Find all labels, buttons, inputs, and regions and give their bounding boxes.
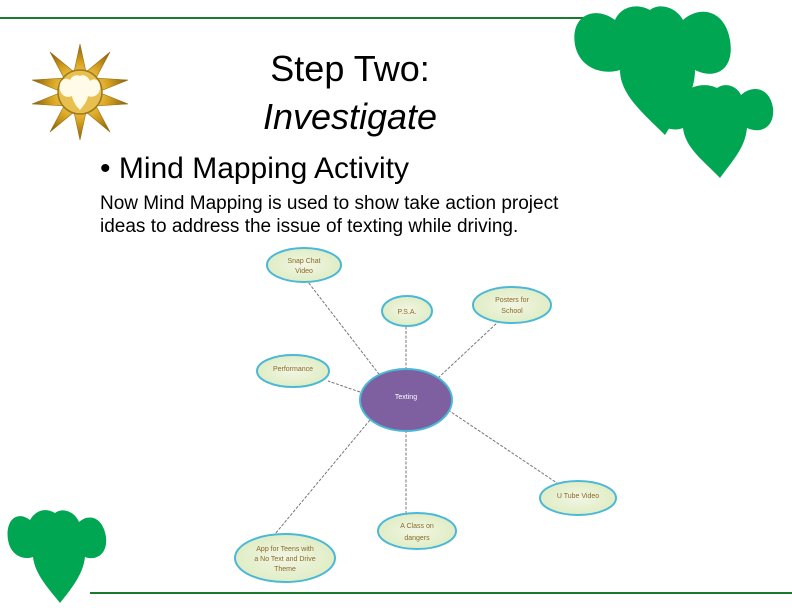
node-class: A Class on dangers — [377, 512, 457, 550]
node-performance-label: Performance — [273, 366, 313, 373]
node-psa-label: P.S.A. — [398, 309, 417, 316]
connector-snapchat — [307, 281, 383, 379]
center-node: Texting — [359, 368, 453, 432]
node-psa: P.S.A. — [381, 295, 433, 327]
top-rule — [0, 17, 600, 19]
connector-performance — [327, 380, 361, 393]
slide-title: Step Two: — [270, 48, 430, 89]
node-app-label-1: App for Teens with — [256, 546, 314, 553]
node-class-label-2: dangers — [404, 535, 430, 542]
node-app-label-3: Theme — [274, 566, 296, 573]
description-text: Now Mind Mapping is used to show take ac… — [100, 193, 559, 237]
node-posters: Posters for School — [472, 286, 552, 324]
node-posters-label-1: Posters for — [495, 297, 530, 304]
center-node-label: Texting — [395, 394, 417, 401]
node-app-label-2: a No Text and Drive — [254, 556, 315, 563]
node-youtube: U Tube Video — [539, 480, 617, 516]
bullet-point: • Mind Mapping Activity — [100, 152, 409, 185]
trefoil-logo-bottom-left — [7, 510, 107, 603]
node-snapchat-label-1: Snap Chat — [287, 258, 320, 265]
slide-subtitle: Investigate — [262, 96, 438, 137]
node-snapchat: Snap Chat Video — [266, 247, 342, 283]
node-posters-label-2: School — [501, 308, 523, 315]
node-app: App for Teens with a No Text and Drive T… — [234, 533, 336, 583]
trefoil-logo-top-right — [574, 6, 774, 178]
node-snapchat-label-2: Video — [295, 268, 313, 275]
connector-lines — [269, 281, 561, 541]
node-performance: Performance — [256, 354, 330, 388]
gold-pin-icon — [31, 43, 129, 141]
connector-posters — [437, 321, 499, 379]
connector-youtube — [447, 409, 561, 486]
node-class-label-1: A Class on — [400, 523, 434, 530]
bottom-rule — [90, 592, 792, 594]
node-youtube-label: U Tube Video — [557, 493, 599, 500]
connector-app — [269, 419, 371, 541]
